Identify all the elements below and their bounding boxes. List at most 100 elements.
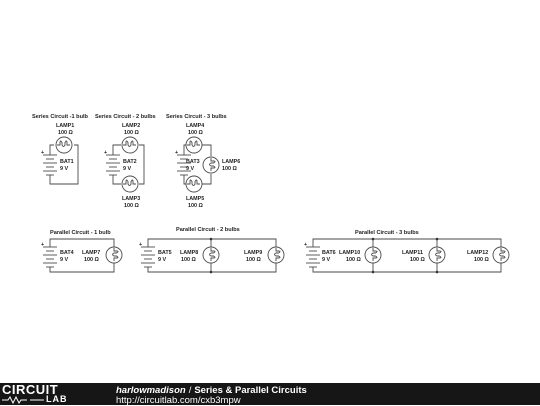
lamp-lamp5	[185, 175, 203, 193]
lamp-lamp8	[202, 246, 220, 264]
wire	[139, 144, 145, 174]
bat6-value: 9 V	[322, 257, 330, 263]
battery-plus-sign: +	[304, 242, 307, 248]
lamp-lamp11	[428, 246, 446, 264]
lamp-lamp6	[202, 156, 220, 174]
title-series-3: Series Circuit - 3 bulbs	[166, 114, 227, 120]
circuit-url-link[interactable]: http://circuitlab.com/cxb3mpw	[116, 395, 241, 406]
battery-bat2: +	[104, 150, 120, 176]
bat5-name: BAT5	[158, 250, 172, 256]
lamp2-name: LAMP2	[122, 123, 140, 129]
junction-node	[435, 237, 439, 241]
wire	[312, 263, 502, 273]
battery-plus-sign: +	[104, 150, 107, 156]
battery-plus-sign: +	[41, 150, 44, 156]
circuit-series-2: + LAMP2 100 Ω BAT2 9 V LAMP3 100 Ω	[104, 123, 145, 209]
logo-wave-icon	[2, 396, 44, 404]
battery-plus-sign: +	[41, 242, 44, 248]
title-series-2: Series Circuit - 2 bulbs	[95, 114, 156, 120]
bat6-name: BAT6	[322, 250, 336, 256]
bat1-value: 9 V	[60, 166, 68, 172]
lamp-lamp3	[121, 175, 139, 193]
lamp12-name: LAMP12	[467, 250, 488, 256]
lamp-lamp12	[492, 246, 510, 264]
lamp3-value: 100 Ω	[124, 203, 139, 209]
wire	[49, 144, 54, 153]
logo-text-lab: LAB	[46, 394, 68, 404]
wire	[112, 144, 121, 153]
bat3-name: BAT3	[186, 159, 200, 165]
wire	[49, 238, 115, 247]
bat4-value: 9 V	[60, 257, 68, 263]
lamp6-name: LAMP6	[222, 159, 240, 165]
junction-node	[209, 237, 213, 241]
bat4-name: BAT4	[60, 250, 74, 256]
wire	[202, 144, 212, 156]
lamp-lamp7	[105, 246, 123, 264]
lamp5-name: LAMP5	[186, 196, 204, 202]
wire	[147, 238, 277, 247]
battery-plus-sign: +	[139, 242, 142, 248]
schematic-canvas: Series Circuit -1 bulb Series Circuit - …	[32, 114, 510, 274]
circuit-series-1: + LAMP1 100 Ω BAT1 9 V	[41, 123, 79, 185]
bat2-name: BAT2	[123, 159, 137, 165]
wire	[312, 238, 502, 247]
wire	[147, 263, 277, 273]
footer-title-line: harlowmadison/Series & Parallel Circuits	[116, 385, 307, 396]
lamp11-name: LAMP11	[402, 250, 423, 256]
lamp9-name: LAMP9	[244, 250, 262, 256]
author-link[interactable]: harlowmadison	[116, 385, 186, 396]
junction-node	[371, 270, 375, 274]
circuit-parallel-1: + BAT4 9 V LAMP7 100 Ω	[41, 238, 123, 273]
lamp12-value: 100 Ω	[474, 257, 489, 263]
battery-bat6: +	[304, 242, 320, 268]
title-parallel-3: Parallel Circuit - 3 bulbs	[355, 230, 419, 236]
lamp-lamp10	[364, 246, 382, 264]
circuit-title: Series & Parallel Circuits	[194, 385, 307, 396]
breadcrumb-separator: /	[188, 385, 192, 396]
lamp-lamp1	[55, 136, 73, 154]
lamp7-name: LAMP7	[82, 250, 100, 256]
schematic-svg: Series Circuit -1 bulb Series Circuit - …	[32, 114, 510, 274]
junction-node	[209, 270, 213, 274]
circuitlab-logo[interactable]: CIRCUIT LAB	[2, 383, 98, 405]
lamp6-value: 100 Ω	[222, 166, 237, 172]
lamp8-value: 100 Ω	[181, 257, 196, 263]
wire	[49, 144, 79, 185]
lamp10-name: LAMP10	[339, 250, 360, 256]
lamp4-value: 100 Ω	[188, 130, 203, 136]
battery-bat3: +	[175, 150, 191, 176]
lamp9-value: 100 Ω	[246, 257, 261, 263]
bat3-value: 9 V	[186, 166, 194, 172]
lamp3-name: LAMP3	[122, 196, 140, 202]
lamp10-value: 100 Ω	[346, 257, 361, 263]
battery-bat4: +	[41, 242, 57, 268]
lamp11-value: 100 Ω	[410, 257, 425, 263]
lamp1-name: LAMP1	[56, 123, 74, 129]
bat2-value: 9 V	[123, 166, 131, 172]
wire	[112, 175, 121, 185]
lamp1-value: 100 Ω	[58, 130, 73, 136]
logo-text-circuit: CIRCUIT	[2, 382, 59, 397]
bat5-value: 9 V	[158, 257, 166, 263]
bat1-name: BAT1	[60, 159, 74, 165]
lamp4-name: LAMP4	[186, 123, 204, 129]
lamp2-value: 100 Ω	[124, 130, 139, 136]
title-series-1: Series Circuit -1 bulb	[32, 114, 89, 120]
circuit-parallel-2: + BAT5 9 V LAMP8 100 Ω LAMP9 100 Ω	[139, 237, 285, 274]
battery-bat1: +	[41, 150, 57, 176]
title-parallel-1: Parallel Circuit - 1 bulb	[50, 230, 111, 236]
title-parallel-2: Parallel Circuit - 2 bulbs	[176, 227, 240, 233]
lamp-lamp4	[185, 136, 203, 154]
circuit-parallel-3: + BAT6 9 V LAMP10 100 Ω LAMP11 100 Ω LAM…	[304, 237, 510, 274]
lamp7-value: 100 Ω	[84, 257, 99, 263]
wire	[139, 174, 145, 185]
lamp-lamp2	[121, 136, 139, 154]
wire	[183, 144, 186, 153]
wire	[183, 175, 186, 185]
junction-node	[435, 270, 439, 274]
battery-bat5: +	[139, 242, 155, 268]
footer-bar: CIRCUIT LAB harlowmadison/Series & Paral…	[0, 383, 540, 406]
lamp8-name: LAMP8	[180, 250, 198, 256]
wire	[202, 174, 212, 185]
